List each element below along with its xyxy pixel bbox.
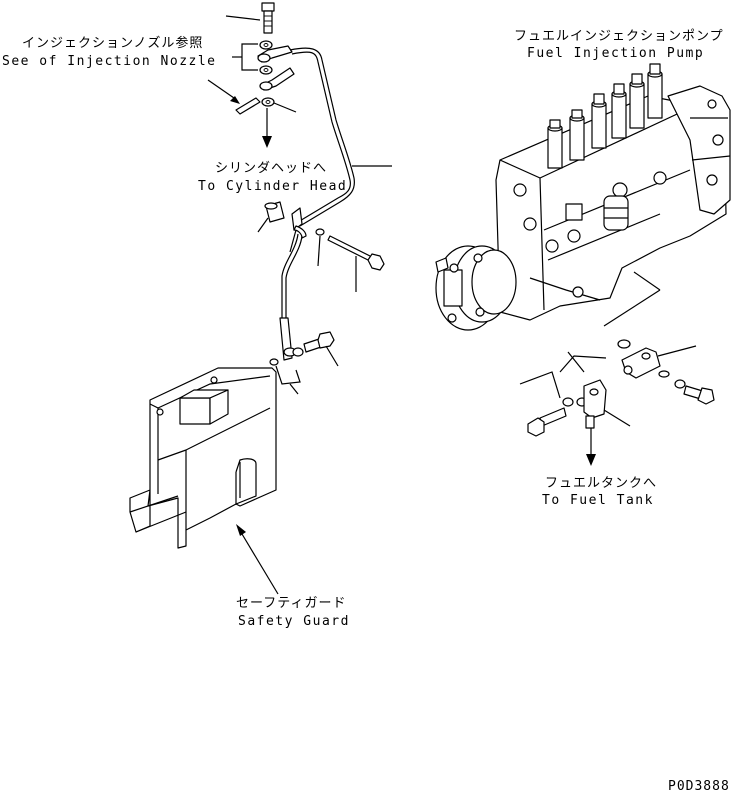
banjo-fitting xyxy=(257,45,295,91)
leader-line xyxy=(567,351,585,373)
lower-pipe xyxy=(281,233,303,318)
lower-bolt xyxy=(303,331,335,353)
leader-line xyxy=(603,409,631,427)
fuel-tank-label-en: To Fuel Tank xyxy=(542,493,654,508)
injection-nozzle-label-en: See of Injection Nozzle xyxy=(2,54,217,69)
fuel-tank-label-jp: フュエルタンクへ xyxy=(545,476,657,491)
bracket-leader xyxy=(241,43,258,71)
clip-washer xyxy=(315,228,325,236)
overflow-pipe xyxy=(289,47,392,227)
leader-line xyxy=(273,102,297,113)
leader-line xyxy=(289,229,297,253)
leader-line xyxy=(257,217,269,233)
safety-guard-label-jp: セーフティガード xyxy=(236,596,346,611)
banjo-bolt-top xyxy=(261,2,275,34)
nozzle-pipe-stub xyxy=(235,97,261,115)
drive-coupling xyxy=(435,245,517,331)
return-banjo-lower xyxy=(583,379,607,429)
leader-line xyxy=(325,345,339,367)
washer-group xyxy=(259,40,275,107)
arrow-down-icon xyxy=(262,136,272,148)
leader-line xyxy=(289,383,299,395)
leader-line xyxy=(317,235,321,267)
injection-nozzle-label-jp: インジェクションノズル参照 xyxy=(22,35,203,51)
safety-guard-label-en: Safety Guard xyxy=(238,614,350,629)
leader-line xyxy=(603,289,661,327)
bracket-leader xyxy=(559,355,607,373)
return-bolt-left xyxy=(527,407,567,437)
nozzle-arrow-line xyxy=(207,79,235,99)
arrow-icon xyxy=(236,524,246,536)
return-bolt-right xyxy=(683,385,715,405)
cylinder-head-label-jp: シリンダヘッドへ xyxy=(215,161,327,176)
small-washer xyxy=(674,379,686,389)
lower-banjo xyxy=(279,317,304,361)
return-banjo-upper xyxy=(621,347,661,379)
small-washer xyxy=(617,339,631,349)
fuel-injection-pump xyxy=(435,63,731,331)
leader-line xyxy=(633,271,661,291)
cylinder-head-label-en: To Cylinder Head xyxy=(198,179,347,194)
fuel-injection-pump-label-jp: フュエルインジェクションポンプ xyxy=(514,29,724,44)
fuel-injection-pump-label-en: Fuel Injection Pump xyxy=(527,46,704,61)
arrow-down-icon xyxy=(586,454,596,466)
bracket-leader xyxy=(275,365,301,385)
leader-line xyxy=(225,15,261,21)
bracket-leader xyxy=(519,371,561,399)
leader-line xyxy=(657,345,697,357)
lower-washer xyxy=(269,358,279,366)
small-washer xyxy=(658,370,670,378)
collar xyxy=(264,201,285,223)
clip-bolt xyxy=(327,235,385,271)
delivery-valves xyxy=(547,63,663,169)
arrow-icon xyxy=(230,96,240,104)
drawing-code: P0D3888 xyxy=(668,779,730,793)
small-washer xyxy=(562,397,574,407)
safety-guard-arrow-line xyxy=(241,533,279,595)
safety-guard xyxy=(129,367,277,549)
